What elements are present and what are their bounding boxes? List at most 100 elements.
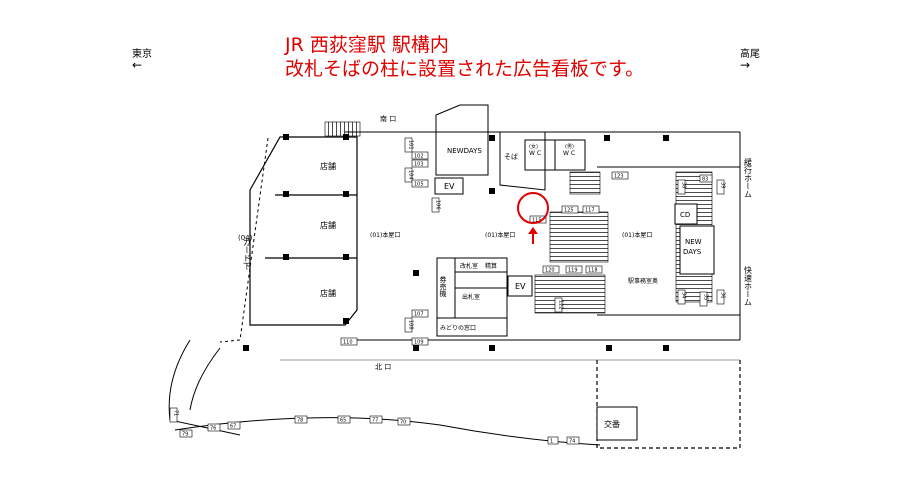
board-box-77	[369, 415, 383, 424]
board-box-65	[337, 415, 351, 424]
newdays-area	[435, 104, 489, 176]
board-number-119: 119	[568, 268, 578, 274]
board-number-105: 105	[414, 182, 424, 188]
new-days-box	[679, 225, 715, 275]
board-box-70	[397, 417, 411, 426]
board-box-35	[699, 291, 708, 307]
board-box-120	[542, 265, 560, 274]
soba-area	[499, 131, 546, 191]
ev-label-south: EV	[444, 182, 455, 191]
newdays-label: NEWDAYS	[447, 147, 482, 155]
board-number-120: 120	[545, 268, 555, 274]
caption-line-2: 改札そばの柱に設置された広告看板です。	[285, 58, 645, 80]
board-number-109: 109	[414, 340, 424, 346]
board-box-117	[582, 205, 600, 214]
board-box-123	[611, 171, 629, 180]
board-box-109	[411, 337, 429, 346]
board-box-76	[207, 423, 221, 432]
wc-male-label: W C	[563, 150, 575, 157]
board-number-70: 70	[400, 420, 406, 426]
board-number-118: 118	[588, 268, 598, 274]
board-box-39	[716, 179, 725, 195]
guard-label: ガード下	[243, 238, 252, 271]
shops-block	[249, 136, 358, 326]
board-number-103: 103	[414, 162, 424, 168]
south-stairs	[324, 121, 361, 137]
board-number-35: 35	[703, 294, 709, 300]
board-number-76: 76	[210, 426, 216, 432]
pillars	[243, 134, 669, 351]
kaisatsu-room: 改札室	[460, 262, 478, 270]
board-box-78	[294, 415, 308, 424]
board-box-71	[169, 407, 178, 423]
soba-label: そば	[504, 152, 518, 161]
board-box-1	[547, 436, 559, 445]
local-platform-label: 緩行ホーム	[744, 157, 753, 198]
stairs-upper	[569, 171, 601, 195]
board-box-67	[227, 421, 241, 430]
board-number-125: 125	[564, 208, 574, 214]
board-box-79	[179, 429, 193, 438]
honya-guchi-2: (01)本屋口	[485, 231, 515, 239]
guard-number: (04)	[238, 234, 253, 242]
highlight-circle	[517, 192, 549, 224]
stairs-middle	[549, 211, 609, 263]
board-number-39: 39	[720, 182, 726, 188]
direction-tokyo-label: 東京	[132, 49, 152, 60]
board-number-71: 71	[173, 410, 179, 416]
board-number-34: 34	[681, 292, 687, 298]
shop-label-2: 店舗	[320, 220, 336, 230]
board-number-67: 67	[230, 424, 236, 430]
board-number-77: 77	[372, 418, 378, 424]
wc-male-area	[554, 139, 586, 171]
board-box-108	[404, 317, 413, 333]
board-box-125	[561, 205, 579, 214]
stairs-lower	[534, 274, 606, 314]
cd-box	[674, 203, 698, 225]
rapid-platform-label: 快速ホーム	[744, 265, 753, 306]
board-number-106: 106	[435, 200, 441, 210]
board-number-117: 117	[585, 208, 595, 214]
board-number-83: 83	[702, 177, 708, 183]
board-box-118	[585, 265, 603, 274]
direction-takao: 高尾 →	[740, 45, 760, 72]
caption-line-1: JR 西荻窪駅 駅構内	[285, 34, 449, 56]
cd-label: CD	[680, 211, 690, 219]
honya-guchi-3: (01)本屋口	[622, 231, 652, 239]
new-days-line2: DAYS	[683, 248, 702, 256]
board-number-79: 79	[182, 432, 188, 438]
right-arrow-icon: →	[740, 58, 751, 72]
board-box-34	[677, 289, 686, 305]
koban-label: 交番	[604, 419, 620, 429]
new-days-line1: NEW	[685, 238, 702, 246]
board-number-102: 102	[414, 154, 424, 160]
board-number-104: 104	[408, 170, 414, 180]
left-arrow-icon: ←	[132, 58, 143, 72]
board-box-110	[340, 337, 358, 346]
koban-box	[596, 406, 638, 441]
board-number-115: 115	[532, 218, 542, 224]
wc-female-tag: (女)	[529, 143, 538, 150]
shop-label-3: 店舗	[320, 288, 336, 298]
direction-takao-label: 高尾	[740, 49, 760, 60]
shop-label-1: 店舗	[320, 161, 336, 171]
board-box-102	[411, 151, 429, 160]
board-box-83	[699, 174, 713, 183]
direction-tokyo: 東京 ←	[132, 45, 152, 72]
board-number-101: 101	[408, 140, 414, 150]
board-box-107	[411, 309, 429, 318]
desatsu-room: 出札室	[462, 293, 480, 301]
wc-female-label: W C	[529, 150, 541, 157]
board-number-74: 74	[569, 439, 575, 445]
board-box-101	[404, 137, 413, 153]
board-number-107: 107	[414, 312, 424, 318]
board-number-110: 110	[343, 340, 353, 346]
board-box-38	[677, 179, 686, 195]
board-number-38: 38	[681, 182, 687, 188]
ticket-office-block	[436, 257, 508, 337]
board-number-78: 78	[297, 418, 303, 424]
midori-window: みどりの窓口	[440, 324, 476, 332]
south-exit-label: 南 口	[380, 114, 396, 123]
ev-north	[507, 275, 533, 297]
